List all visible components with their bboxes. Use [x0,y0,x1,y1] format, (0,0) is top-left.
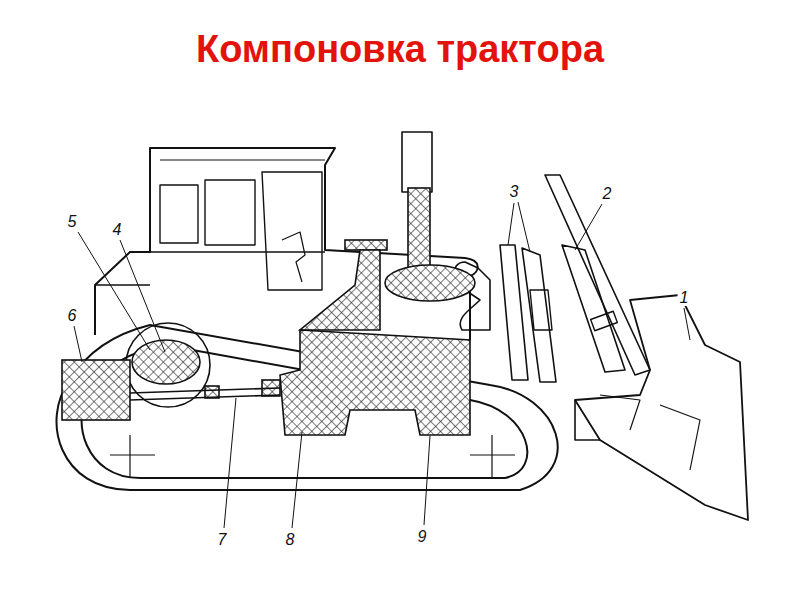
tractor-body-part [160,185,198,243]
leader-lines-part [575,204,602,250]
tractor-body-part [95,284,150,285]
tractor-body-part [575,400,600,440]
hatched-units-part [345,240,387,250]
tractor-body-part [600,395,640,430]
leader-lines-part [74,326,82,362]
tractor-body-part [57,325,558,490]
leader-lines [74,202,690,528]
leader-lines-part [684,308,690,340]
cardan-shaft-part [130,395,280,400]
tractor-body-part [545,175,650,375]
hatched-units-part [300,250,380,330]
tractor-body-part [160,159,325,160]
callout-number: 5 [66,214,79,230]
callout-number: 2 [601,186,614,202]
hatched-units-part [132,340,200,384]
tractor-body-part [129,435,130,478]
tractor-body-part [491,435,492,478]
tractor-body-part [522,248,556,382]
tractor-body-part [562,245,625,372]
tractor-body-part [95,148,478,340]
tractor-body-part [205,180,255,245]
leader-lines-part [120,240,165,352]
tractor-body-part [282,232,305,282]
leader-lines-part [518,202,530,252]
callout-number: 9 [416,529,429,545]
tractor-body-part [575,295,748,520]
leader-lines-part [292,432,302,528]
hatched-units-part [205,386,219,398]
hatched-units-part [385,265,475,301]
leader-lines-part [424,436,430,525]
hatched-units-part [62,360,130,420]
callout-number: 4 [111,222,124,238]
leader-lines-part [78,232,150,350]
tractor-body [57,132,749,520]
tractor-body-part [126,323,210,407]
tractor-body-part [660,405,700,470]
tractor-body-part [262,172,322,290]
callout-number: 6 [66,308,79,324]
title: Компоновка трактора [0,28,800,71]
callout-number: 1 [678,290,691,306]
cardan-shaft [130,388,280,400]
tractor-body-part [110,454,155,455]
hatched-units-part [280,330,470,435]
tractor-body-part [530,290,552,330]
leader-lines-part [224,398,236,528]
leader-lines-part [508,203,514,245]
callout-number: 8 [284,532,297,548]
hatched-units [62,188,475,435]
tractor-body-part [402,132,432,192]
tractor-body-part [591,311,618,330]
tractor-body-part [150,251,325,252]
callout-number: 3 [508,184,521,200]
callout-number: 7 [216,532,229,548]
cardan-shaft-part [130,388,280,393]
